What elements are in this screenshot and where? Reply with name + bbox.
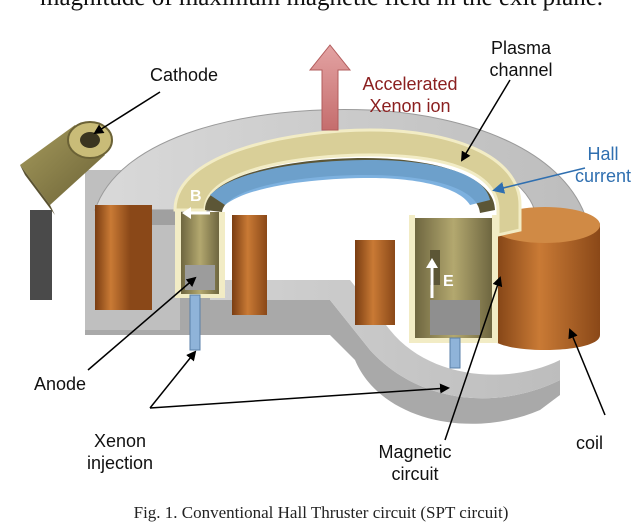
cathode-label: Cathode bbox=[150, 65, 219, 85]
leader-lines bbox=[87, 79, 606, 441]
anode-leader bbox=[87, 276, 197, 371]
cathode-assembly bbox=[20, 121, 113, 300]
accelerated-line1: Accelerated bbox=[362, 74, 458, 94]
hall-leader bbox=[492, 167, 586, 194]
coil-left bbox=[95, 205, 267, 315]
base-plate bbox=[85, 280, 560, 424]
b-field-arrow bbox=[182, 207, 210, 219]
coil-label: coil bbox=[576, 433, 604, 453]
plasma-channel-label: Plasma channel bbox=[476, 37, 566, 81]
xenon-line1: Xenon bbox=[93, 431, 147, 451]
e-field-label: E bbox=[443, 273, 454, 290]
xenon-leader-left bbox=[149, 350, 197, 409]
hall-current-label: Hall current bbox=[565, 143, 641, 187]
plasma-line2: channel bbox=[489, 60, 553, 80]
coil-leader bbox=[568, 328, 606, 416]
figure-caption: Fig. 1. Conventional Hall Thruster circu… bbox=[133, 503, 509, 522]
plasma-line1: Plasma bbox=[490, 38, 552, 58]
anode-label: Anode bbox=[34, 374, 87, 394]
accelerated-ion-label: Accelerated Xenon ion bbox=[345, 73, 475, 117]
magnetic-circuit-label: Magnetic circuit bbox=[365, 441, 465, 485]
xenon-feed-tubes bbox=[189, 294, 461, 369]
xenon-line2: injection bbox=[86, 453, 154, 473]
accelerated-line2: Xenon ion bbox=[369, 96, 451, 116]
e-field-arrow bbox=[426, 258, 438, 298]
plasma-leader bbox=[460, 79, 511, 162]
hall-line1: Hall bbox=[587, 144, 619, 164]
magnetic-line1: Magnetic bbox=[378, 442, 452, 462]
hall-line2: current bbox=[574, 166, 632, 186]
magnetic-leader bbox=[444, 276, 503, 441]
b-field-label: B bbox=[190, 188, 202, 205]
magnetic-line2: circuit bbox=[391, 464, 439, 484]
xenon-leader-right bbox=[149, 383, 450, 409]
top-text-fragment: magnitude of maximum magnetic field in t… bbox=[40, 0, 603, 12]
ion-flow-arrow bbox=[308, 44, 352, 131]
hall-current-band bbox=[210, 160, 490, 205]
cathode-leader bbox=[93, 91, 161, 135]
xenon-injection-label: Xenon injection bbox=[70, 430, 170, 474]
